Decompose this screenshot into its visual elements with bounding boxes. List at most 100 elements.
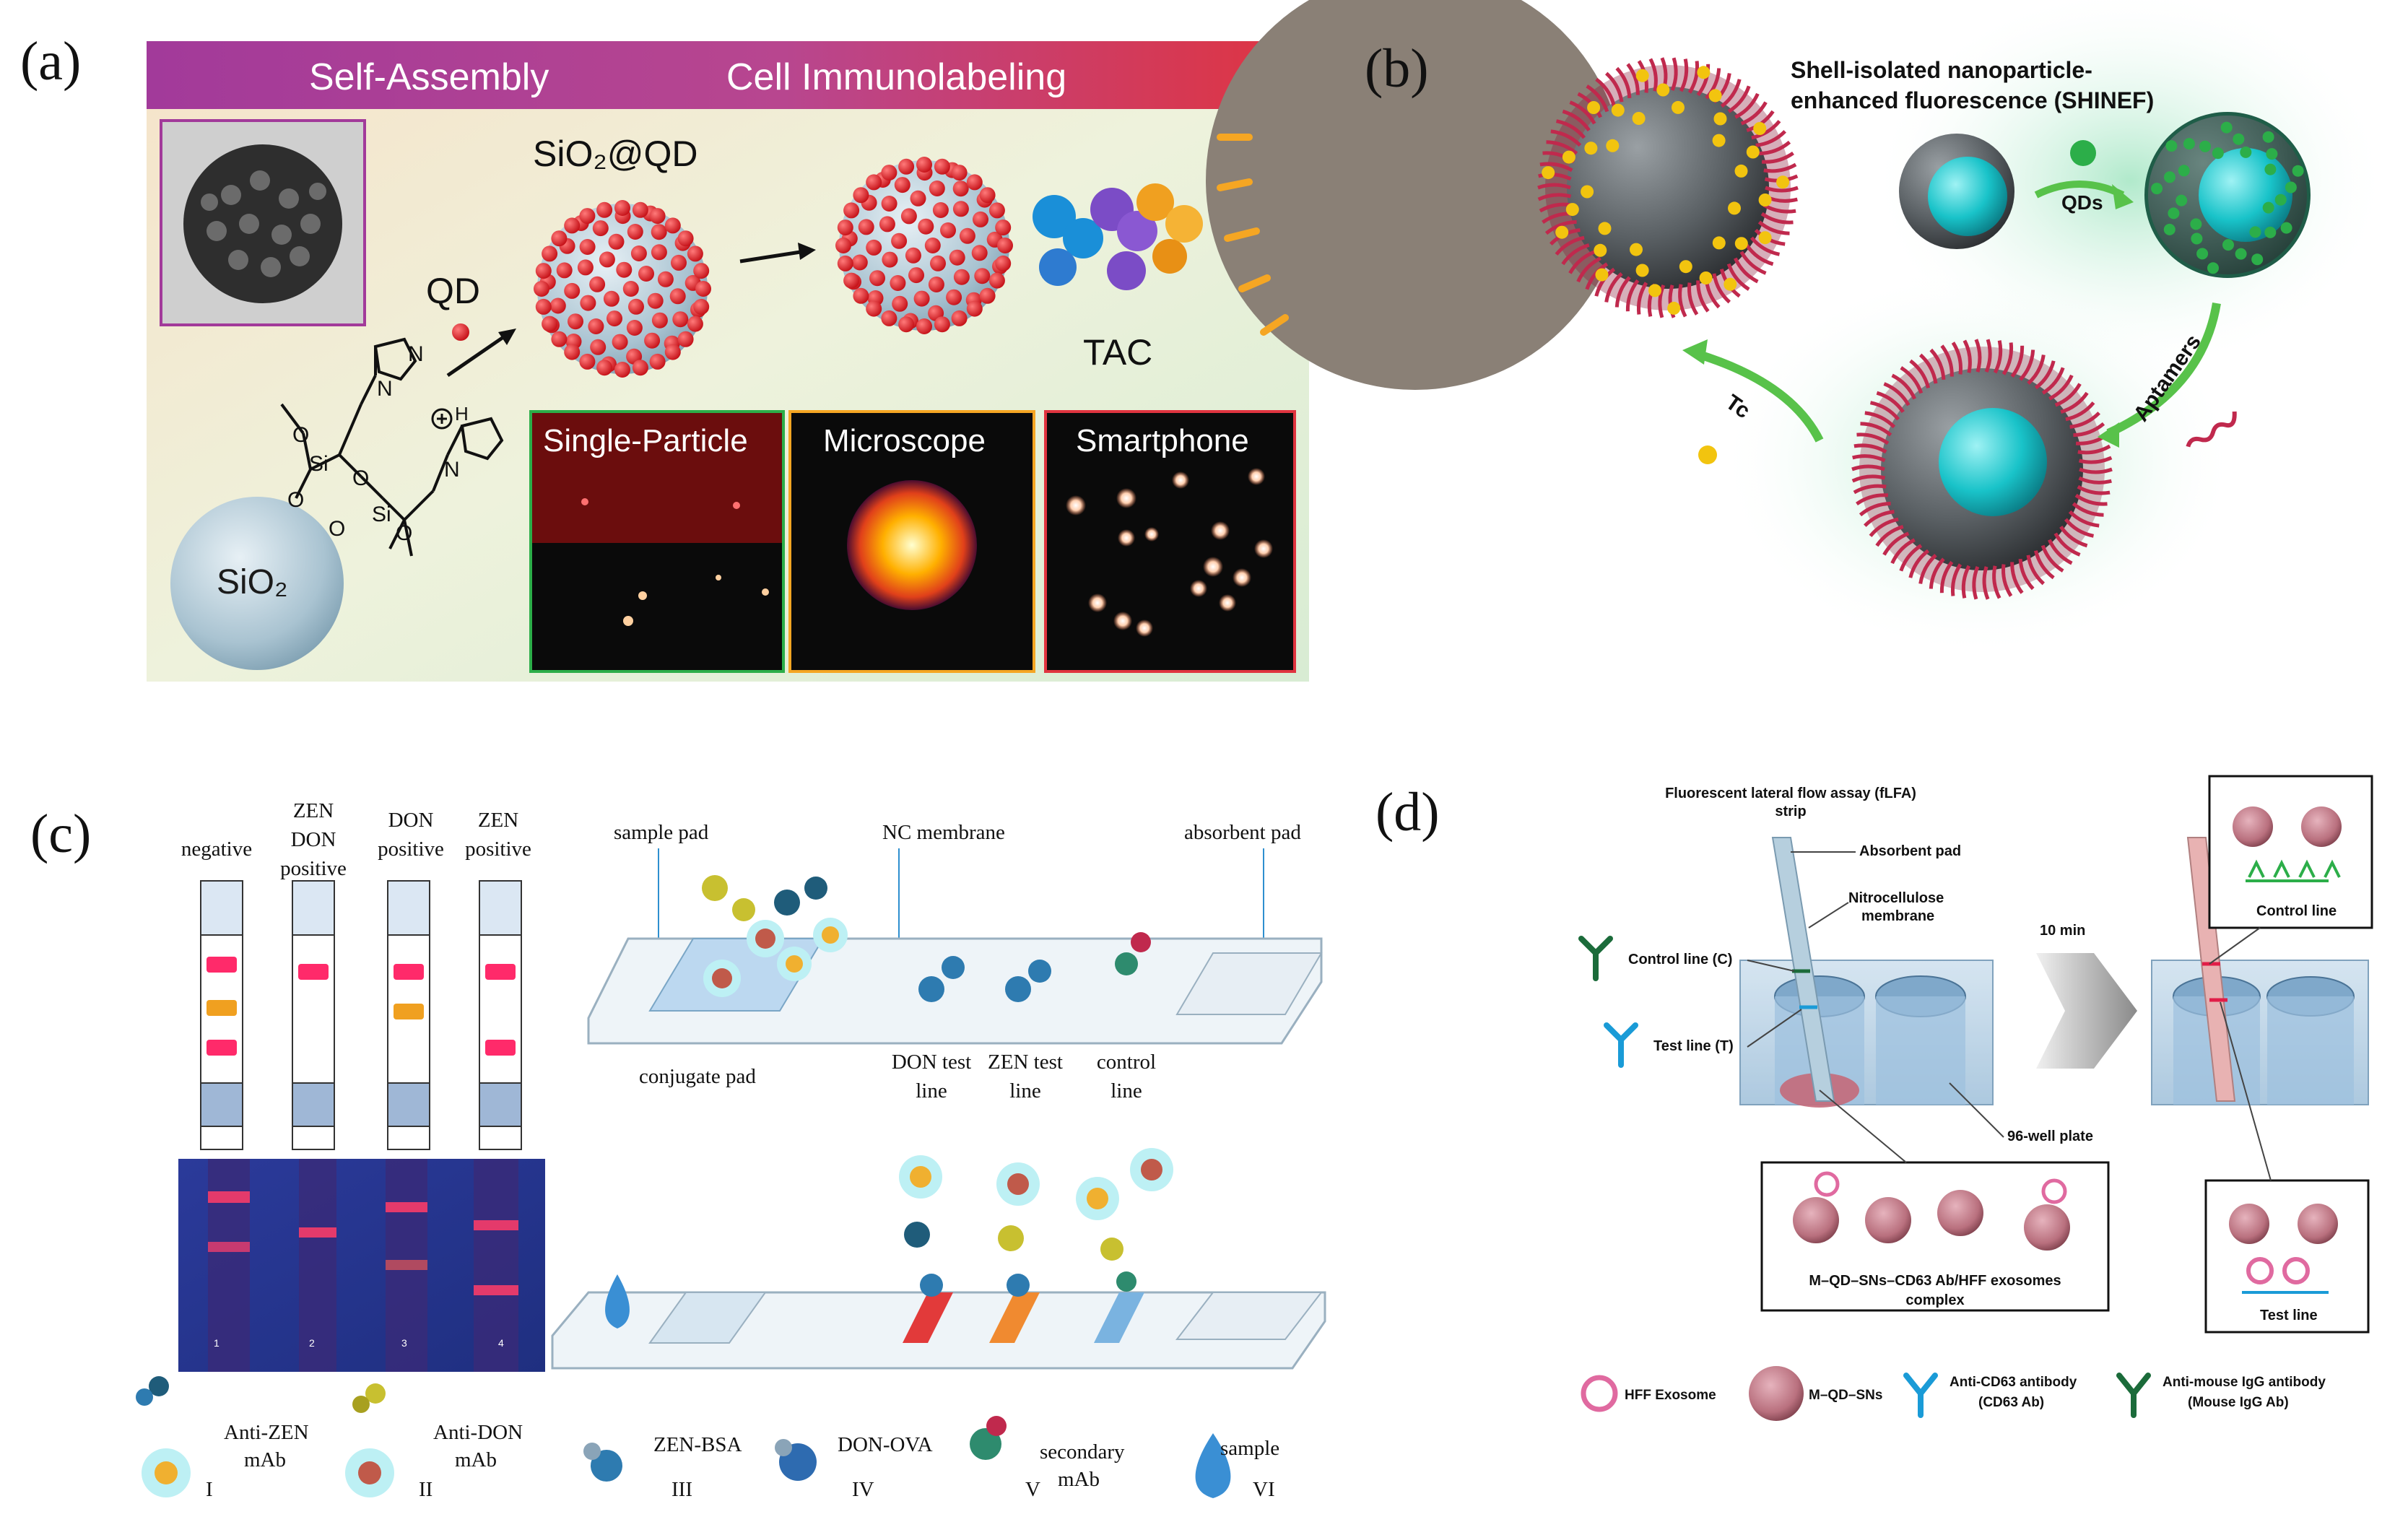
sio2-qd-dots <box>534 200 711 378</box>
aptamer-strand <box>2048 539 2073 565</box>
qd-dot <box>588 318 604 334</box>
aptamer-strand <box>2064 518 2095 538</box>
qd-dot <box>946 289 962 305</box>
aptamer-strand <box>1876 391 1905 414</box>
qd-dot <box>612 334 628 350</box>
aptamer-strand <box>1851 474 1886 483</box>
test-strips <box>200 880 522 1150</box>
qd-dot <box>651 312 668 329</box>
dot <box>1606 139 1620 152</box>
dot <box>2220 121 2233 134</box>
well-4-body <box>2267 996 2354 1105</box>
strip-top-pad <box>479 880 522 936</box>
chem-n-2: N <box>408 342 424 366</box>
qd-dot <box>626 320 643 336</box>
photo-num-3: 3 <box>401 1337 407 1349</box>
photo-num-1: 1 <box>214 1337 219 1349</box>
qd-dot <box>837 219 853 236</box>
aptamer-strand <box>2186 411 2237 448</box>
bottom-don-line <box>903 1292 953 1343</box>
qd-dot <box>930 255 946 271</box>
aptamer-strand <box>1982 566 1990 600</box>
dot <box>2262 131 2274 143</box>
strip-line <box>298 964 329 980</box>
qd-dot <box>452 323 469 341</box>
dot <box>1594 243 1607 257</box>
aptamer-strand <box>1615 66 1632 99</box>
legend-num-vi: VI <box>1253 1478 1275 1501</box>
sample-pad-label: sample pad <box>614 821 709 844</box>
aptamer-strand <box>2074 493 2108 506</box>
dot <box>1679 260 1692 274</box>
qd-dot <box>564 344 581 360</box>
aptamer-strand <box>1899 544 1923 572</box>
complex-label-2: complex <box>1905 1292 1964 1308</box>
nitro-pointer <box>1808 902 1849 929</box>
qd-dot <box>894 177 910 193</box>
qd-dot <box>695 281 711 297</box>
aptamer-strand <box>1734 257 1759 284</box>
aptamer-strand <box>2053 532 2081 557</box>
plate-pointer <box>1949 1082 2004 1138</box>
qd-dot <box>614 200 630 216</box>
legend-anti-don-2: mAb <box>455 1448 497 1471</box>
qd-dot <box>949 249 965 266</box>
qd-dot <box>918 218 934 235</box>
aptamer-strand <box>1929 348 1946 380</box>
qd-dot <box>677 331 694 347</box>
aptamer-strand <box>1740 101 1768 126</box>
qd-dot <box>596 360 613 376</box>
dot <box>2251 253 2264 266</box>
aptamer-strand <box>1762 203 1796 214</box>
qd-dot <box>979 187 996 204</box>
aptamer-strand <box>1745 243 1774 266</box>
aptamer-strand <box>1705 68 1721 100</box>
well-2-body <box>1876 996 1965 1105</box>
qd-dot <box>579 208 596 225</box>
strip-bottom-pad <box>292 1082 335 1127</box>
aptamer-strand <box>2072 502 2104 517</box>
sio2-label: SiO₂ <box>217 563 288 601</box>
aptamer-strand <box>1595 77 1617 107</box>
qd-dot <box>974 268 991 284</box>
qd-dot <box>924 238 941 253</box>
aptamer-strand <box>1586 84 1609 113</box>
imaging-label-microscope: Microscope <box>823 423 986 458</box>
aptamer-strand <box>1860 422 1892 437</box>
cell-receptors <box>1217 134 1289 336</box>
dot <box>1630 243 1643 256</box>
aptamer-strand <box>2078 456 2113 464</box>
qd-dot <box>951 310 968 326</box>
inset-c-antibodies <box>2248 859 2341 878</box>
aptamer-coated-particle <box>1851 339 2113 600</box>
panel-a-banner <box>147 41 1309 109</box>
qd-dot <box>651 244 667 261</box>
qd-dot <box>853 187 869 204</box>
qd-dot <box>953 269 970 285</box>
banner-cell-immunolabeling: Cell Immunolabeling <box>726 56 1066 98</box>
aptamer-strand <box>1569 100 1596 125</box>
chem-o-4: O <box>292 423 309 447</box>
flfa-strip-right <box>2186 837 2236 1102</box>
qd-dot <box>638 266 654 282</box>
aptamer-strand <box>1864 510 1895 527</box>
dot <box>2164 171 2176 183</box>
dot <box>1672 100 1685 114</box>
qd-dot <box>929 181 945 196</box>
complex-particles <box>1793 1171 2070 1251</box>
legend-secondary-1: secondary <box>1040 1440 1125 1464</box>
qd-dot <box>599 251 615 268</box>
qd-dot <box>687 245 703 262</box>
qd-dot <box>890 275 906 291</box>
dot <box>2249 226 2261 238</box>
aptamer-strand <box>1984 339 1992 373</box>
strip-bottom-pad <box>479 1082 522 1127</box>
aptamer-strand <box>1918 554 1937 584</box>
dot <box>2240 146 2252 158</box>
strip-line <box>207 1000 237 1016</box>
dot <box>1584 142 1598 155</box>
qd-dot <box>589 276 606 292</box>
device-top-absorbent <box>1175 952 1323 1015</box>
qd-dot <box>913 290 930 307</box>
time-arrow <box>2036 953 2137 1069</box>
